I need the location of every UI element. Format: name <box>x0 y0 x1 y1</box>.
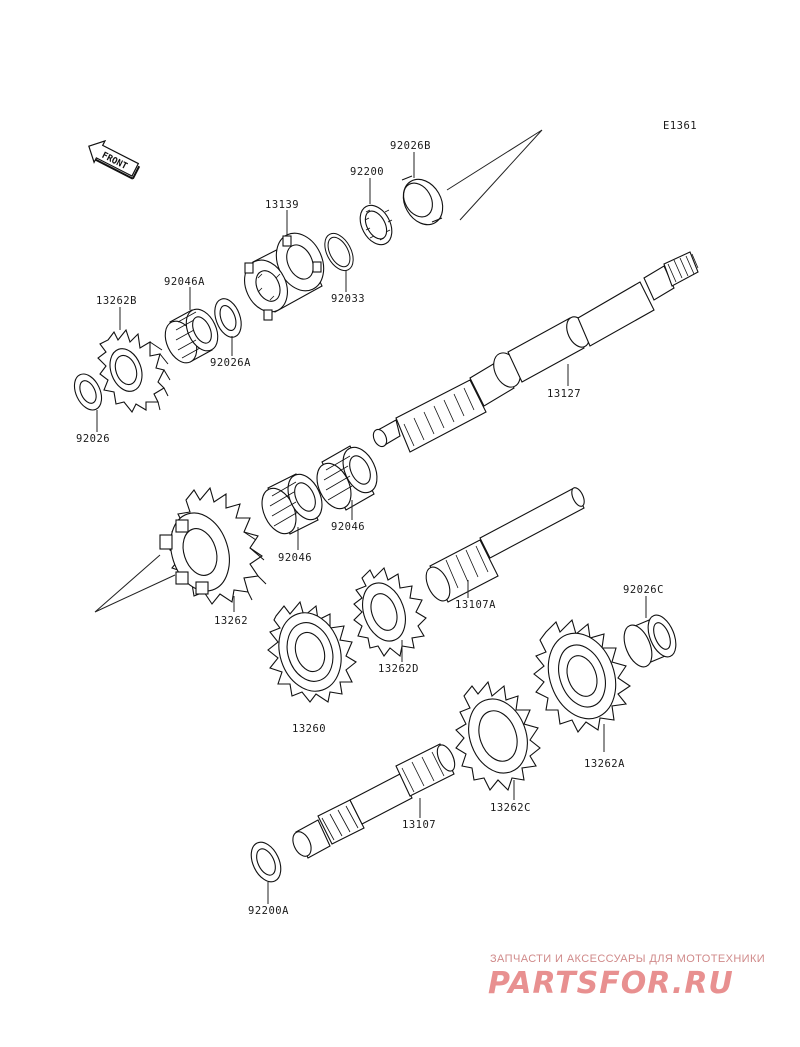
lower-axis-line <box>94 554 176 613</box>
label-92046A: 92046A <box>164 276 205 288</box>
label-13262B: 13262B <box>96 295 137 307</box>
part-13139-clutch-hub <box>244 232 325 321</box>
label-92026B: 92026B <box>390 140 431 152</box>
watermark-caption: ЗАПЧАСТИ И АКСЕССУАРЫ ДЛЯ МОТОТЕХНИКИ <box>490 953 766 965</box>
diagram-code: E1361 <box>663 120 697 132</box>
part-92046A-needle-bearing <box>164 308 219 364</box>
part-13107-shaft <box>292 743 456 859</box>
label-13139: 13139 <box>265 199 299 211</box>
label-13107: 13107 <box>402 819 436 831</box>
part-13260-gear <box>267 600 357 703</box>
label-13260: 13260 <box>292 723 326 735</box>
part-13262C-gear <box>455 680 541 792</box>
upper-axis-line <box>446 129 543 221</box>
part-92026C-collar <box>623 614 677 668</box>
watermark-logo: PARTSFOR.RU <box>488 966 734 1001</box>
part-92046-needle-bearing-right <box>316 445 378 511</box>
part-92026-washer <box>73 373 103 411</box>
part-13262-gear <box>159 486 267 605</box>
part-13127-shaft <box>372 251 699 453</box>
part-92026A-washer <box>214 298 242 338</box>
part-92200A-washer <box>250 841 282 883</box>
label-92026A: 92026A <box>210 357 251 369</box>
part-92046-needle-bearing-left <box>261 473 323 535</box>
part-92200-bearing <box>359 204 393 246</box>
part-13262A-gear <box>533 618 631 734</box>
label-13107A: 13107A <box>455 599 496 611</box>
label-92026: 92026 <box>76 433 110 445</box>
label-13262: 13262 <box>214 615 248 627</box>
part-92033-circlip <box>324 232 354 272</box>
label-13262A: 13262A <box>584 758 625 770</box>
front-direction-icon: FRONT <box>88 139 141 180</box>
label-92200A: 92200A <box>248 905 289 917</box>
label-92200: 92200 <box>350 166 384 178</box>
label-92033: 92033 <box>331 293 365 305</box>
part-13262D-gear <box>353 566 427 657</box>
part-92026B-collar <box>401 175 444 226</box>
label-13127: 13127 <box>547 388 581 400</box>
part-13262B-gear <box>97 328 171 414</box>
label-13262D: 13262D <box>378 663 419 675</box>
label-92046-left: 92046 <box>278 552 312 564</box>
label-13262C: 13262C <box>490 802 531 814</box>
label-92026C: 92026C <box>623 584 664 596</box>
part-13107A-shaft <box>425 487 585 603</box>
label-92046-right: 92046 <box>331 521 365 533</box>
